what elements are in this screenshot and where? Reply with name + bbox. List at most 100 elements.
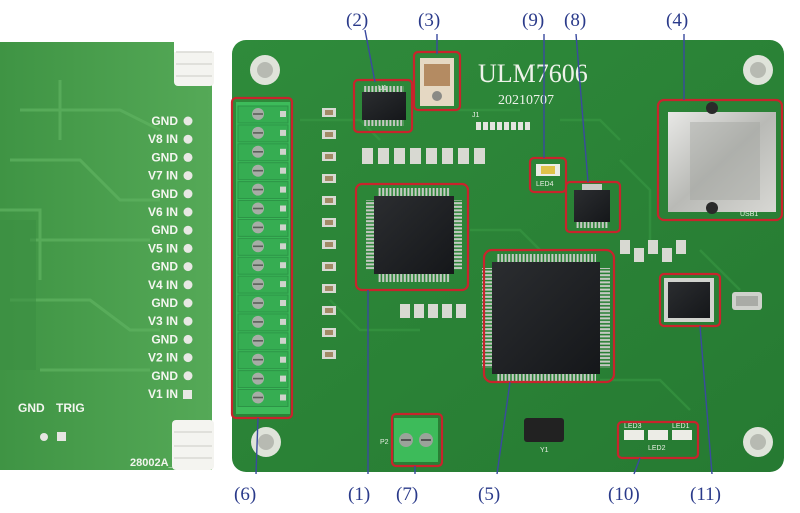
input-pin-label: GND — [151, 187, 178, 201]
u1-label: U1 — [378, 85, 387, 92]
smd-part — [662, 248, 672, 262]
u1-chip: U1 — [362, 85, 406, 126]
smd-part — [620, 240, 630, 254]
trig-pad — [57, 432, 66, 441]
j1-pin — [525, 122, 530, 130]
input-pin-pad — [183, 353, 193, 363]
smd-part — [458, 148, 469, 164]
j1-header — [476, 122, 530, 130]
input-pin-label: GND — [151, 150, 178, 164]
input-pin-label: GND — [151, 114, 178, 128]
input-pin-label: GND — [151, 332, 178, 346]
terminal-pin — [280, 394, 286, 401]
smd-part — [362, 148, 373, 164]
j1-pin — [490, 122, 495, 130]
terminal-pin — [280, 224, 286, 231]
highlight-leds — [616, 420, 700, 460]
power-terminal: P2 — [380, 418, 438, 462]
smd-part — [442, 148, 453, 164]
smd-part — [400, 304, 410, 318]
input-pin-pad — [183, 225, 193, 235]
input-pin-pad — [183, 134, 193, 144]
input-pin-pad — [183, 334, 193, 344]
callout-1: (1) — [348, 484, 370, 505]
smd-cap-body — [325, 154, 333, 159]
smd-part — [634, 248, 644, 262]
callout-6: (6) — [234, 484, 256, 505]
highlight-terminal-block — [230, 96, 294, 420]
voltage-regulator — [574, 184, 610, 228]
smd-part — [428, 304, 438, 318]
smd-part — [410, 148, 421, 164]
terminal-pin — [280, 300, 286, 306]
leader-lines — [255, 29, 713, 475]
input-terminal-block — [236, 102, 290, 414]
terminal-pin — [280, 129, 286, 136]
smd-part — [414, 304, 424, 318]
reference-component — [420, 58, 454, 106]
terminal-pin — [280, 243, 286, 250]
input-pin-pad — [183, 152, 193, 162]
input-pin-label: GND — [151, 296, 178, 310]
input-pin-pad — [183, 298, 193, 308]
board-date: 20210707 — [498, 93, 554, 108]
highlight-u1 — [352, 78, 414, 134]
input-pin-label: V4 IN — [148, 278, 178, 292]
mcu-qfp64 — [366, 188, 462, 282]
smd-cap-body — [325, 352, 333, 357]
smd-part — [474, 148, 485, 164]
callout-9: (9) — [522, 10, 544, 31]
smd-cap-body — [325, 330, 333, 335]
highlight-adc — [482, 248, 616, 384]
smd-cap-body — [325, 176, 333, 181]
mounting-hole-tl — [250, 55, 280, 85]
usb-bridge-chip — [664, 278, 714, 322]
terminal-pin — [280, 375, 286, 382]
callout-11: (11) — [690, 484, 721, 505]
input-pin-label: V3 IN — [148, 314, 178, 328]
callout-10: (10) — [608, 484, 640, 505]
crystal — [732, 292, 762, 310]
input-pin-pad — [183, 189, 193, 199]
input-pin-label: V7 IN — [148, 169, 178, 183]
input-pin-label: V2 IN — [148, 351, 178, 365]
smd-part — [648, 240, 658, 254]
terminal-pin — [280, 262, 286, 269]
j1-label: J1 — [472, 112, 480, 119]
mounting-hole-bl — [251, 427, 281, 457]
smd-cap-body — [325, 198, 333, 203]
input-pin-pad — [183, 116, 193, 126]
j1-pin — [504, 122, 509, 130]
input-pin-label: GND — [151, 223, 178, 237]
gnd-trig-pad — [40, 433, 48, 441]
p2-label: P2 — [380, 439, 389, 446]
smd-part — [394, 148, 405, 164]
smd-cap-body — [325, 308, 333, 313]
y1-label: Y1 — [540, 447, 549, 454]
input-pin-pad — [183, 280, 193, 290]
terminal-pin — [280, 167, 286, 174]
led4-label: LED4 — [536, 181, 554, 188]
terminal-pin — [280, 281, 286, 288]
highlight-regulator — [564, 180, 622, 234]
terminal-pin — [280, 148, 286, 155]
terminal-pin — [280, 205, 286, 212]
smd-cap-body — [325, 242, 333, 247]
smd-part — [456, 304, 466, 318]
usb-label: USB1 — [740, 211, 758, 218]
standoff-bottom — [172, 420, 214, 470]
input-pin-label: V5 IN — [148, 241, 178, 255]
smd-cap-body — [325, 110, 333, 115]
input-pin-pad — [183, 243, 193, 253]
input-pin-label: GND — [151, 369, 178, 383]
trig-label: TRIG — [56, 401, 85, 415]
main-pcb: ULM7606 20210707 J1 U1 — [232, 40, 784, 472]
smd-cap-body — [325, 220, 333, 225]
smd-part — [442, 304, 452, 318]
gnd-trig-label: GND — [18, 401, 45, 415]
callout-4: (4) — [666, 10, 688, 31]
mounting-hole-tr — [743, 55, 773, 85]
input-pin-label: V6 IN — [148, 205, 178, 219]
